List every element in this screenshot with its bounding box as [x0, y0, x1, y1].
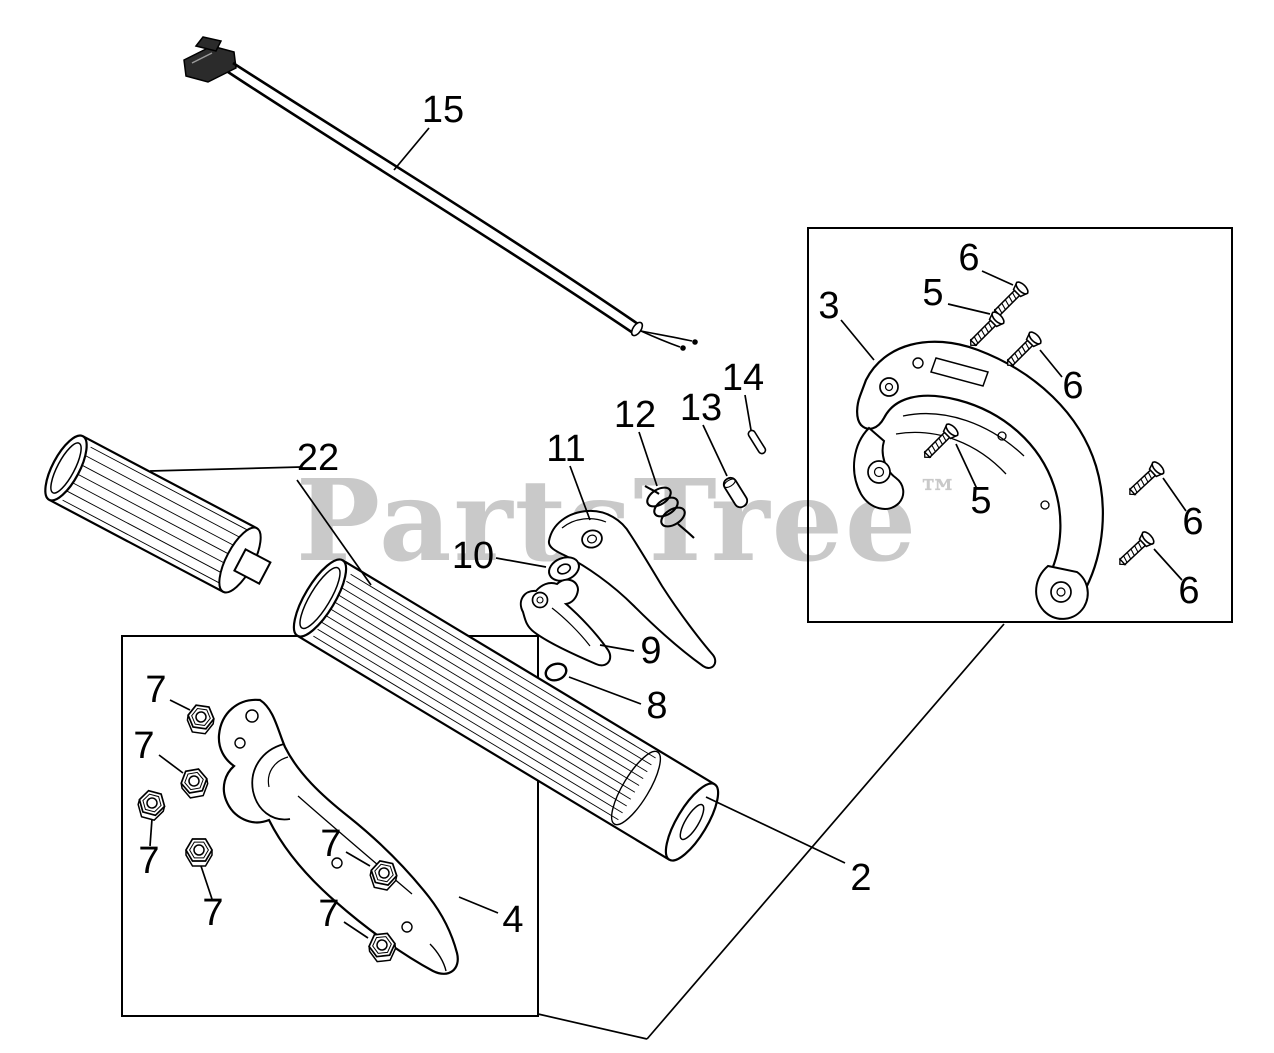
main-shaft-tube — [292, 558, 720, 862]
retainer-ring — [544, 662, 568, 682]
handle-bracket-left — [217, 698, 459, 975]
leader-10 — [495, 557, 547, 568]
washer — [548, 556, 580, 582]
callout-8: 8 — [646, 685, 667, 727]
nut-7a — [185, 703, 217, 736]
leader-5a — [947, 303, 991, 315]
nut-7b — [178, 767, 211, 800]
screw-6c — [1123, 459, 1167, 501]
leader-22-b — [296, 479, 372, 586]
trigger-spring — [644, 485, 695, 539]
callout-14: 14 — [722, 357, 764, 399]
callout-7b: 7 — [133, 725, 154, 767]
leader-9 — [599, 644, 635, 652]
leader-6d — [1153, 548, 1183, 581]
trademark-symbol: ™ — [918, 471, 960, 518]
callout-5a: 5 — [922, 272, 943, 314]
callout-5b: 5 — [970, 480, 991, 522]
callout-22: 22 — [297, 437, 339, 479]
leader-12 — [638, 431, 658, 487]
callout-12: 12 — [614, 394, 656, 436]
callout-6d: 6 — [1178, 570, 1199, 612]
cable-connector — [183, 45, 237, 83]
leader-7d — [200, 865, 213, 900]
callout-11: 11 — [546, 428, 585, 470]
callout-15: 15 — [422, 89, 464, 131]
leader-7c — [149, 818, 153, 847]
trigger-pivot-pin — [722, 476, 749, 509]
leader-14 — [744, 394, 752, 431]
leader-15 — [393, 127, 430, 171]
leader-7e — [345, 851, 371, 867]
callout-6b: 6 — [1062, 365, 1083, 407]
leader-7a — [169, 699, 191, 711]
leader-6b — [1039, 349, 1063, 378]
callout-6a: 6 — [958, 237, 979, 279]
callout-labels: 15 22 11 12 13 14 10 9 8 3 5 6 6 5 6 6 7… — [133, 89, 1203, 941]
callout-7d: 7 — [202, 892, 223, 934]
callout-3: 3 — [818, 285, 839, 327]
callout-7a: 7 — [145, 669, 166, 711]
upper-shaft-tube — [44, 434, 272, 594]
handle-bracket-right — [853, 340, 1104, 620]
callout-7f: 7 — [318, 893, 339, 935]
detail-box-right — [807, 227, 1233, 623]
callout-4: 4 — [502, 899, 523, 941]
projection-line-right — [646, 623, 1005, 1040]
throttle-trigger — [547, 509, 717, 669]
leader-7f — [343, 921, 369, 939]
callout-2: 2 — [850, 857, 871, 899]
small-pin — [747, 429, 767, 455]
leader-2 — [705, 796, 846, 864]
leader-4 — [458, 896, 499, 914]
throttle-cable — [183, 36, 698, 351]
screw-6d — [1113, 529, 1157, 571]
leader-7b — [158, 754, 184, 774]
leader-11 — [569, 465, 591, 521]
screw-5a — [964, 309, 1007, 352]
projection-line-left — [537, 1013, 648, 1040]
nut-7c — [134, 788, 169, 823]
leader-8 — [568, 676, 642, 705]
throttle-lockout-lever — [519, 578, 612, 667]
screw-6b — [1001, 329, 1044, 372]
nut-7d — [185, 838, 213, 867]
projection-lines — [537, 623, 1005, 1040]
callout-10: 10 — [452, 535, 494, 577]
callout-6c: 6 — [1182, 501, 1203, 543]
callout-7e: 7 — [320, 823, 341, 865]
leader-13 — [702, 424, 728, 477]
callout-7c: 7 — [138, 840, 159, 882]
leader-6a — [981, 270, 1014, 286]
callout-9: 9 — [640, 630, 661, 672]
leader-6c — [1162, 477, 1187, 512]
leader-lines — [149, 127, 1187, 939]
leader-3 — [840, 319, 875, 361]
leader-22-a — [149, 466, 302, 472]
leader-5b — [955, 443, 978, 490]
screw-5b — [918, 421, 961, 464]
callout-13: 13 — [680, 387, 722, 429]
